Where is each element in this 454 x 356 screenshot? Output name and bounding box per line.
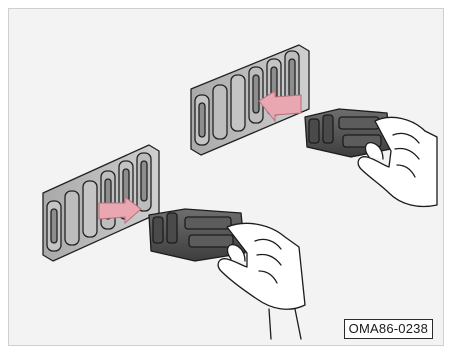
- figure-code-label: OMA86-0238: [344, 319, 433, 339]
- illustration-frame: OMA86-0238: [8, 8, 444, 346]
- connector-illustration: [9, 9, 445, 347]
